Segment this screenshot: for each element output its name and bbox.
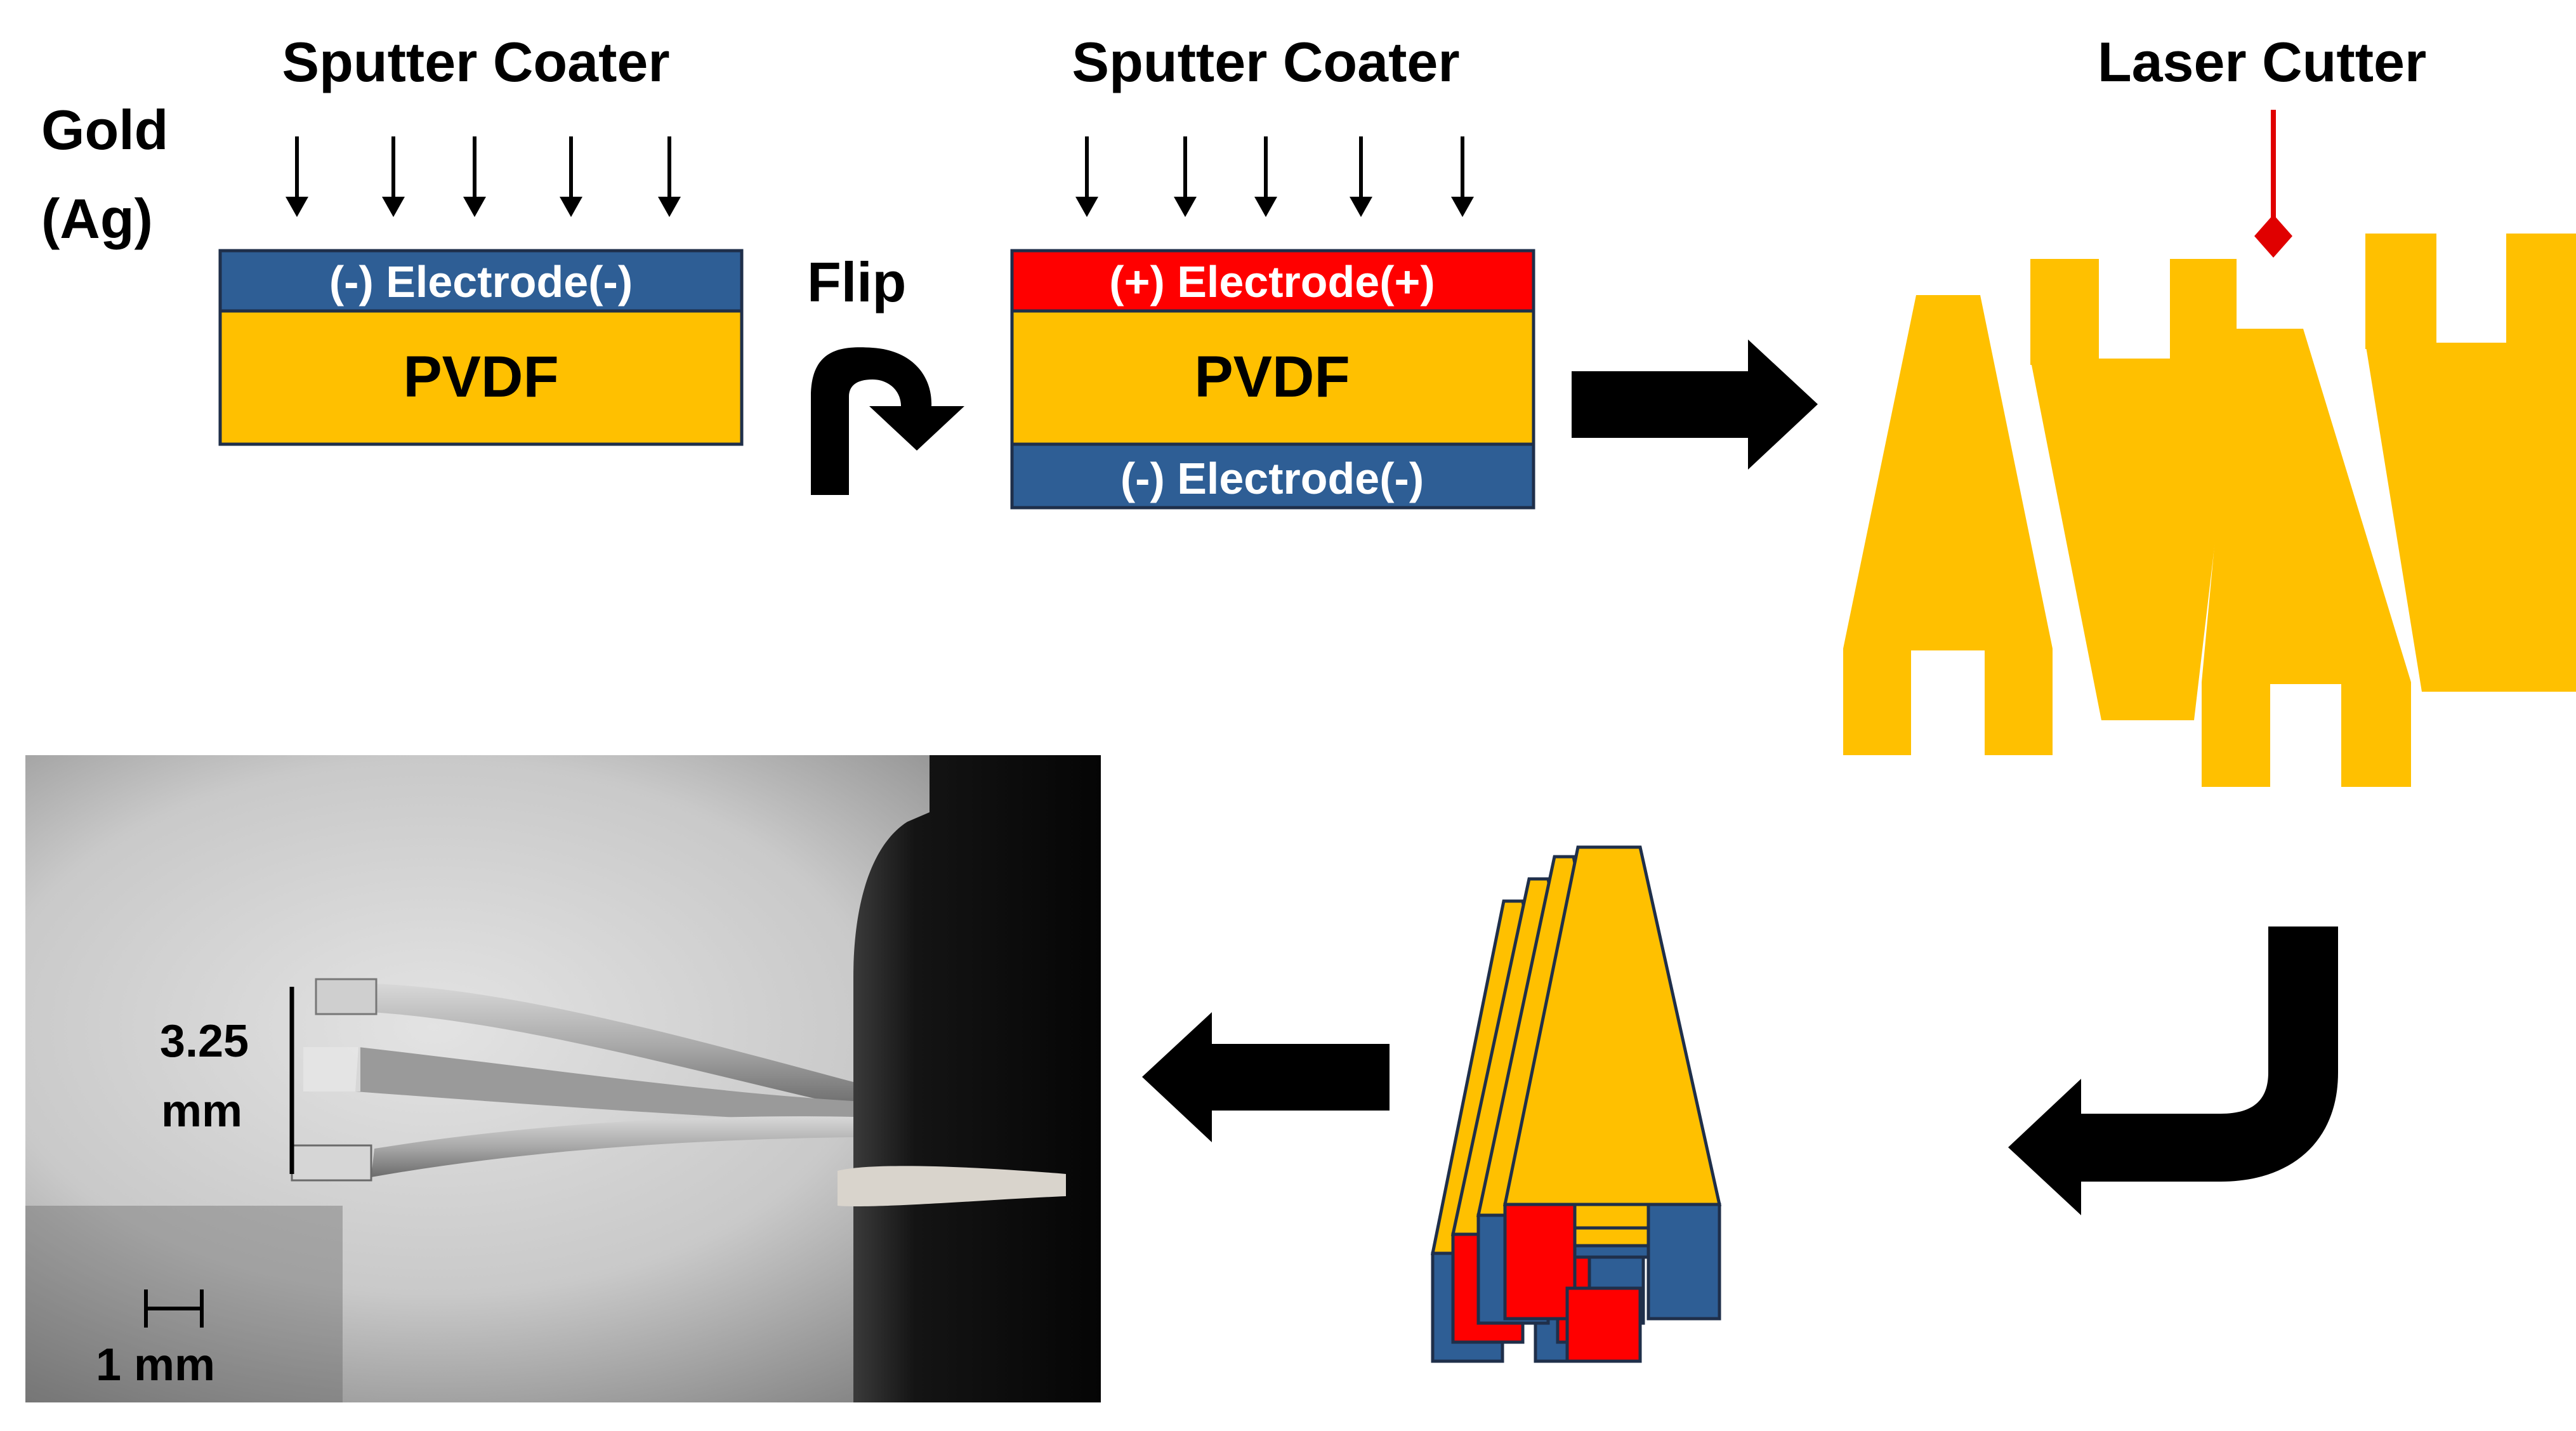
step2-sputter-coating: Sputter Coater (+) Electrode(+) PVDF (-)… <box>1010 30 1535 510</box>
tip-middle <box>303 1047 360 1091</box>
deposition-arrows-step2 <box>1075 136 1474 217</box>
positive-electrode-label: (+) Electrode(+) <box>1109 257 1435 307</box>
cantilever-tab-3 <box>2202 682 2411 787</box>
curved-arrow-icon <box>2008 927 2338 1215</box>
cantilever-shape-2 <box>2030 359 2237 720</box>
stacked-cantilever-assembly <box>1430 845 1722 1363</box>
cantilever-shape-1 <box>1843 295 2053 649</box>
scale-bar <box>144 1289 204 1328</box>
flip-step: Flip <box>807 251 964 495</box>
left-arrow-icon <box>1142 1012 1390 1142</box>
tip-top <box>315 978 378 1015</box>
material-label-line2: (Ag) <box>41 187 153 250</box>
negative-electrode-label: (-) Electrode(-) <box>329 257 633 307</box>
tip-bottom <box>291 1144 372 1182</box>
clamp-block <box>853 755 1101 1402</box>
material-label-line1: Gold <box>41 98 168 161</box>
device-photo: 3.25 mm 1 mm <box>25 755 1101 1402</box>
negative-electrode-layer <box>218 249 744 313</box>
negative-electrode-bottom-layer <box>1010 442 1535 510</box>
cut-cantilever-shapes <box>1843 234 2576 787</box>
step3-title: Laser Cutter <box>2098 30 2426 93</box>
cantilever-shape-3 <box>2202 329 2411 682</box>
cantilever-beam-middle <box>355 1047 853 1123</box>
negative-electrode-bottom-label: (-) Electrode(-) <box>1120 454 1424 503</box>
pvdf-label-2: PVDF <box>1194 345 1350 409</box>
step1-title: Sputter Coater <box>282 30 669 93</box>
right-arrow-icon <box>1572 340 1818 470</box>
laser-head-icon <box>2254 214 2292 258</box>
flip-label: Flip <box>807 251 906 313</box>
cantilever-tab-1 <box>1843 649 2053 755</box>
pvdf-film-layer <box>218 309 744 446</box>
cantilever-beam-bottom <box>371 1116 853 1177</box>
deposition-arrows-step1 <box>286 136 681 217</box>
u-turn-arrow-icon <box>811 347 964 495</box>
cantilever-shape-4 <box>2365 343 2576 692</box>
cantilever-beam-top <box>371 984 853 1107</box>
step1-sputter-coating: Sputter Coater Gold (Ag) (-) Electrode(-… <box>41 30 744 446</box>
cantilever-tab-2 <box>2030 259 2237 365</box>
step2-title: Sputter Coater <box>1072 30 1459 93</box>
scale-bar-label: 1 mm <box>96 1340 215 1390</box>
spacing-label-line2: mm <box>161 1086 242 1137</box>
spacing-label-line1: 3.25 <box>160 1016 249 1067</box>
pvdf-film-layer-2 <box>1010 309 1535 446</box>
clamp-band <box>838 1166 1066 1207</box>
cantilever-tab-4 <box>2365 234 2576 349</box>
step3-laser-cutting: Laser Cutter <box>1843 30 2576 787</box>
pvdf-label: PVDF <box>403 345 558 409</box>
